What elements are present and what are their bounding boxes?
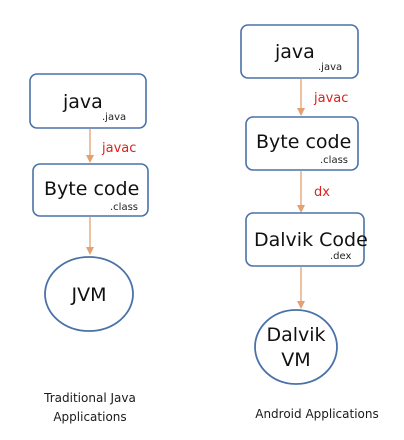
android-bytecode-label: Byte code <box>256 131 351 153</box>
dalvik-code-sublabel: .dex <box>330 251 352 262</box>
android-bytecode-node: Byte code .class <box>245 116 359 171</box>
traditional-java-sublabel: .java <box>102 112 126 123</box>
dalvik-code-box <box>245 212 365 267</box>
traditional-bytecode-node: Byte code .class <box>32 163 149 217</box>
android-bytecode-box <box>245 116 359 171</box>
traditional-bytecode-label: Byte code <box>44 178 139 200</box>
jvm-ellipse <box>44 256 134 332</box>
android-java-sublabel: .java <box>318 62 342 73</box>
dalvik-vm-label-line2: VM <box>281 349 310 371</box>
android-caption: Android Applications <box>255 407 379 421</box>
android-javac-label: javac <box>313 91 348 106</box>
dalvik-code-label: Dalvik Code <box>254 229 368 251</box>
android-dalvik-code-node: Dalvik Code .dex <box>245 212 368 267</box>
traditional-caption-line2: Applications <box>53 410 126 424</box>
arrow-head <box>297 108 305 116</box>
android-java-box <box>240 24 359 79</box>
dalvik-vm-label-line1: Dalvik <box>266 324 325 346</box>
traditional-java-label: java <box>62 91 103 113</box>
traditional-java-node: java .java <box>29 73 147 129</box>
arrow-head <box>297 301 305 309</box>
android-java-label: java <box>274 41 315 63</box>
android-arrow-javac <box>297 79 305 116</box>
traditional-java-box <box>29 73 147 129</box>
arrow-head <box>86 247 94 255</box>
traditional-bytecode-sublabel: .class <box>110 202 138 213</box>
android-java-node: java .java <box>240 24 359 79</box>
traditional-arrow-javac <box>86 129 94 163</box>
traditional-caption-line1: Traditional Java <box>43 391 136 405</box>
dalvik-vm-ellipse <box>254 309 338 385</box>
android-dx-label: dx <box>314 185 330 200</box>
android-column: java .java javac Byte code .class dx Dal… <box>240 24 379 421</box>
traditional-bytecode-box <box>32 163 149 217</box>
android-dalvik-vm-node: Dalvik VM <box>254 309 338 385</box>
traditional-arrow-bytecode-jvm <box>86 217 94 255</box>
arrow-head <box>86 155 94 163</box>
jvm-label: JVM <box>71 284 107 306</box>
arrow-head <box>297 205 305 213</box>
traditional-javac-label: javac <box>101 141 136 156</box>
android-arrow-dx <box>297 171 305 213</box>
traditional-column: java .java javac Byte code .class JVM Tr… <box>29 73 149 424</box>
android-arrow-dex-vm <box>297 267 305 309</box>
android-bytecode-sublabel: .class <box>320 155 348 166</box>
traditional-jvm-node: JVM <box>44 256 134 332</box>
